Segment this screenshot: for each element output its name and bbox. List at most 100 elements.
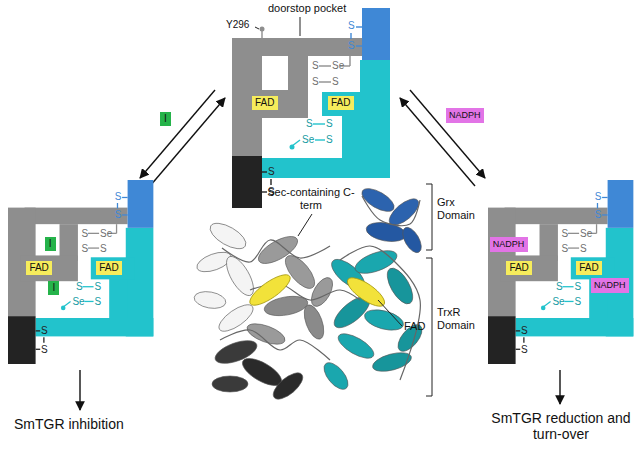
node-text: FAD: [29, 262, 49, 274]
domain-label: Grx Domain: [437, 196, 483, 221]
region-label: doorstop pocket: [268, 2, 346, 15]
leader-line: [426, 258, 432, 396]
subunit-block: [128, 180, 154, 228]
bond-line: [84, 301, 93, 302]
helix: [193, 289, 227, 310]
c-term-end: [290, 145, 295, 150]
helix: [320, 359, 353, 394]
nadph-box: NADPH: [490, 237, 528, 252]
nadph-box: NADPH: [446, 108, 484, 123]
subunit-block: [322, 92, 370, 116]
tyrosine-dot: [260, 27, 265, 32]
subunit-block: [60, 224, 78, 261]
bond-line: [602, 197, 608, 198]
node-text: FAD: [99, 262, 119, 274]
atom-label: S: [306, 118, 313, 130]
bond-line: [350, 33, 351, 39]
atom-label: S: [94, 296, 101, 308]
atom-label: S: [312, 60, 319, 72]
bond-line: [262, 171, 267, 172]
fad-box: FAD: [252, 96, 278, 110]
helix: [382, 264, 418, 308]
atom-label: S: [348, 20, 355, 32]
subunit-block: [516, 318, 634, 336]
protein-ribbon: [193, 184, 427, 404]
atom-label: S: [82, 228, 89, 240]
subunit-block: [540, 224, 558, 261]
bond-line: [116, 224, 117, 233]
atom-label: S: [521, 325, 528, 337]
node-text: NADPH: [594, 280, 626, 290]
fad-spheres: [343, 273, 388, 311]
atom-label: S: [562, 228, 569, 240]
subunit-block: [36, 318, 154, 336]
atom-label: Se: [302, 134, 314, 146]
c-term-end: [541, 306, 546, 311]
subunit-block: [232, 156, 262, 208]
leader-line: [378, 300, 402, 326]
bond-line: [564, 301, 573, 302]
loop: [222, 240, 330, 262]
c-term-end: [61, 306, 66, 311]
atom-label: S: [574, 296, 581, 308]
bond-line: [319, 81, 331, 82]
atom-label: Se: [552, 296, 564, 308]
atom-label: Se: [100, 228, 112, 240]
outcome-label: SmTGR reduction and turn-over: [488, 410, 634, 442]
reaction-arrow: [559, 370, 560, 404]
node-text: FAD: [509, 262, 529, 274]
bond-line: [262, 191, 267, 192]
outcome-label: SmTGR inhibition: [14, 416, 124, 432]
subunit-block: [21, 255, 78, 281]
bond-line: [523, 337, 524, 343]
bond-line: [83, 286, 94, 287]
bond-line: [568, 233, 579, 234]
atom-label: S: [562, 243, 569, 255]
atom-label: Se: [72, 296, 84, 308]
residue-label: Y296: [226, 19, 249, 31]
atom-label: S: [595, 209, 602, 221]
atom-label: Se: [332, 60, 344, 72]
fad-spheres: [246, 270, 294, 311]
atom-label: S: [94, 281, 101, 293]
bond-line: [36, 349, 41, 350]
atom-label: S: [41, 344, 48, 356]
bond-line: [88, 247, 99, 248]
helix: [335, 329, 378, 363]
helix: [212, 376, 248, 392]
leader-line: [298, 214, 312, 236]
atom-label: S: [100, 243, 107, 255]
bond-line: [122, 197, 128, 198]
atom-label: S: [574, 281, 581, 293]
bond-line: [88, 233, 99, 234]
atom-label: S: [326, 134, 333, 146]
subunit-block: [342, 112, 362, 158]
bond-line: [602, 214, 608, 215]
bond-line: [117, 203, 118, 209]
node-text: FAD: [255, 97, 275, 109]
dimer-schematic: [8, 180, 153, 364]
helix: [399, 224, 425, 255]
loop: [220, 330, 330, 360]
bond-line: [356, 26, 362, 27]
bond-line: [516, 330, 521, 331]
dimer-schematic: [232, 8, 390, 208]
atom-label: S: [595, 191, 602, 203]
helix: [269, 368, 307, 403]
fad-box: FAD: [328, 96, 354, 110]
atom-label: S: [76, 281, 83, 293]
reaction-arrow: [150, 98, 225, 186]
subunit-block: [262, 158, 390, 178]
node-text: NADPH: [493, 239, 525, 249]
subunit-block: [362, 8, 390, 60]
inhibitor-box: I: [160, 112, 171, 126]
domain-label: TrxR Domain: [437, 306, 483, 331]
cofactor-label: FAD: [404, 320, 425, 333]
node-text: I: [52, 282, 55, 294]
loop: [340, 246, 420, 380]
dimer-schematic: [488, 180, 633, 364]
atom-label: S: [115, 209, 122, 221]
node-text: I: [164, 113, 167, 125]
